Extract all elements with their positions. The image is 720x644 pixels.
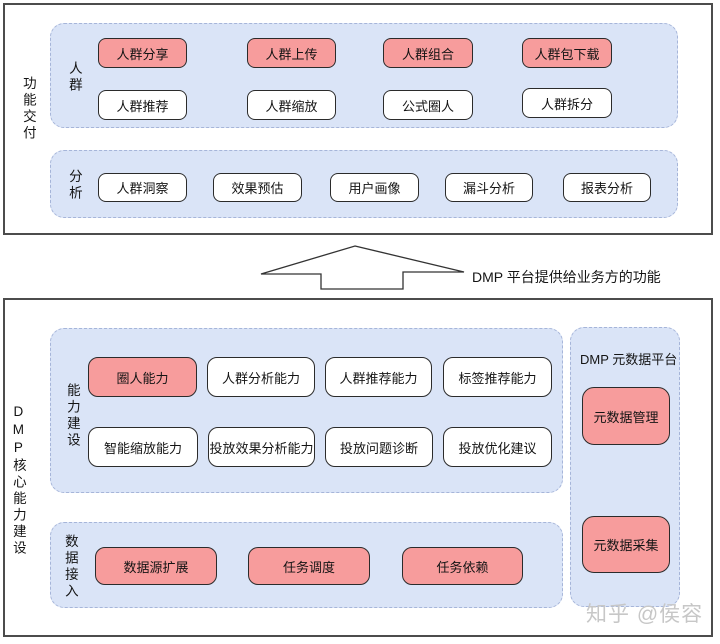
node-crowd-combine: 人群组合	[383, 38, 473, 68]
node-crowd-share: 人群分享	[98, 38, 187, 68]
node-crowd-package-download: 人群包下载	[522, 38, 612, 68]
node-funnel-analysis: 漏斗分析	[445, 173, 533, 202]
node-delivery-issue-diagnosis: 投放问题诊断	[325, 427, 433, 467]
node-delivery-optimization-advice-label: 投放优化建议	[458, 440, 537, 456]
node-metadata-management-label: 元数据管理	[593, 409, 659, 425]
node-crowd-insight: 人群洞察	[98, 173, 187, 202]
node-smart-scaling-capability-label: 智能缩放能力	[103, 440, 182, 456]
up-arrow-icon	[260, 245, 465, 290]
node-crowd-scaling: 人群缩放	[247, 90, 336, 120]
node-targeting-capability: 圈人能力	[88, 357, 197, 397]
node-crowd-scaling-label: 人群缩放	[265, 98, 318, 114]
node-effect-forecast: 效果预估	[213, 173, 302, 202]
node-delivery-issue-diagnosis-label: 投放问题诊断	[339, 440, 418, 456]
node-crowd-recommend-label: 人群推荐	[116, 98, 169, 114]
node-report-analysis-label: 报表分析	[580, 181, 633, 196]
data-access-section-label: 数据接入	[62, 534, 78, 600]
node-formula-targeting: 公式圈人	[383, 90, 473, 120]
node-funnel-analysis-label: 漏斗分析	[462, 181, 515, 196]
node-tag-recommend-capability: 标签推荐能力	[443, 357, 552, 397]
function-delivery-side-label: 功能交付	[20, 76, 36, 142]
node-user-profile: 用户画像	[330, 173, 419, 202]
zhihu-watermark: 知乎 @侯容	[586, 603, 704, 626]
node-crowd-split-label: 人群拆分	[540, 96, 593, 112]
arrow-caption: DMP 平台提供给业务方的功能	[472, 269, 661, 285]
node-crowd-analysis-capability: 人群分析能力	[207, 357, 315, 397]
node-metadata-collection-label: 元数据采集	[593, 538, 659, 553]
node-crowd-insight-label: 人群洞察	[116, 181, 169, 196]
node-task-scheduling: 任务调度	[248, 547, 370, 585]
crowd-section-label: 人群	[66, 61, 82, 94]
analysis-section-label: 分析	[66, 169, 82, 202]
node-data-source-expansion: 数据源扩展	[95, 547, 217, 585]
node-crowd-analysis-capability-label: 人群分析能力	[221, 370, 300, 386]
node-crowd-combine-label: 人群组合	[401, 46, 454, 62]
node-crowd-split: 人群拆分	[522, 88, 612, 118]
node-delivery-optimization-advice: 投放优化建议	[443, 427, 552, 467]
dmp-core-capability-side-label: DMP核心能力建设	[10, 404, 26, 557]
node-crowd-recommend-capability-label: 人群推荐能力	[339, 370, 418, 386]
node-tag-recommend-capability-label: 标签推荐能力	[458, 370, 537, 386]
node-crowd-recommend-capability: 人群推荐能力	[325, 357, 432, 397]
node-smart-scaling-capability: 智能缩放能力	[88, 427, 198, 467]
node-crowd-share-label: 人群分享	[116, 46, 169, 62]
node-crowd-recommend: 人群推荐	[98, 90, 187, 120]
node-metadata-management: 元数据管理	[582, 387, 670, 445]
node-delivery-effect-analysis-label: 投放效果分析能力	[209, 440, 314, 456]
node-crowd-package-download-label: 人群包下载	[534, 46, 600, 62]
capability-section-label: 能力建设	[64, 383, 80, 449]
node-data-source-expansion-label: 数据源扩展	[123, 559, 189, 575]
node-delivery-effect-analysis: 投放效果分析能力	[208, 427, 315, 467]
node-effect-forecast-label: 效果预估	[231, 181, 284, 196]
node-crowd-upload: 人群上传	[247, 38, 336, 68]
node-report-analysis: 报表分析	[563, 173, 651, 202]
node-crowd-upload-label: 人群上传	[265, 46, 318, 62]
node-task-scheduling-label: 任务调度	[282, 559, 335, 575]
node-user-profile-label: 用户画像	[348, 181, 401, 196]
capability-section-container	[50, 328, 563, 493]
node-task-dependency-label: 任务依赖	[436, 559, 489, 575]
node-task-dependency: 任务依赖	[402, 547, 523, 585]
node-metadata-collection: 元数据采集	[582, 516, 670, 573]
node-targeting-capability-label: 圈人能力	[116, 370, 169, 386]
metadata-platform-title: DMP 元数据平台	[580, 352, 678, 367]
node-formula-targeting-label: 公式圈人	[401, 98, 454, 114]
